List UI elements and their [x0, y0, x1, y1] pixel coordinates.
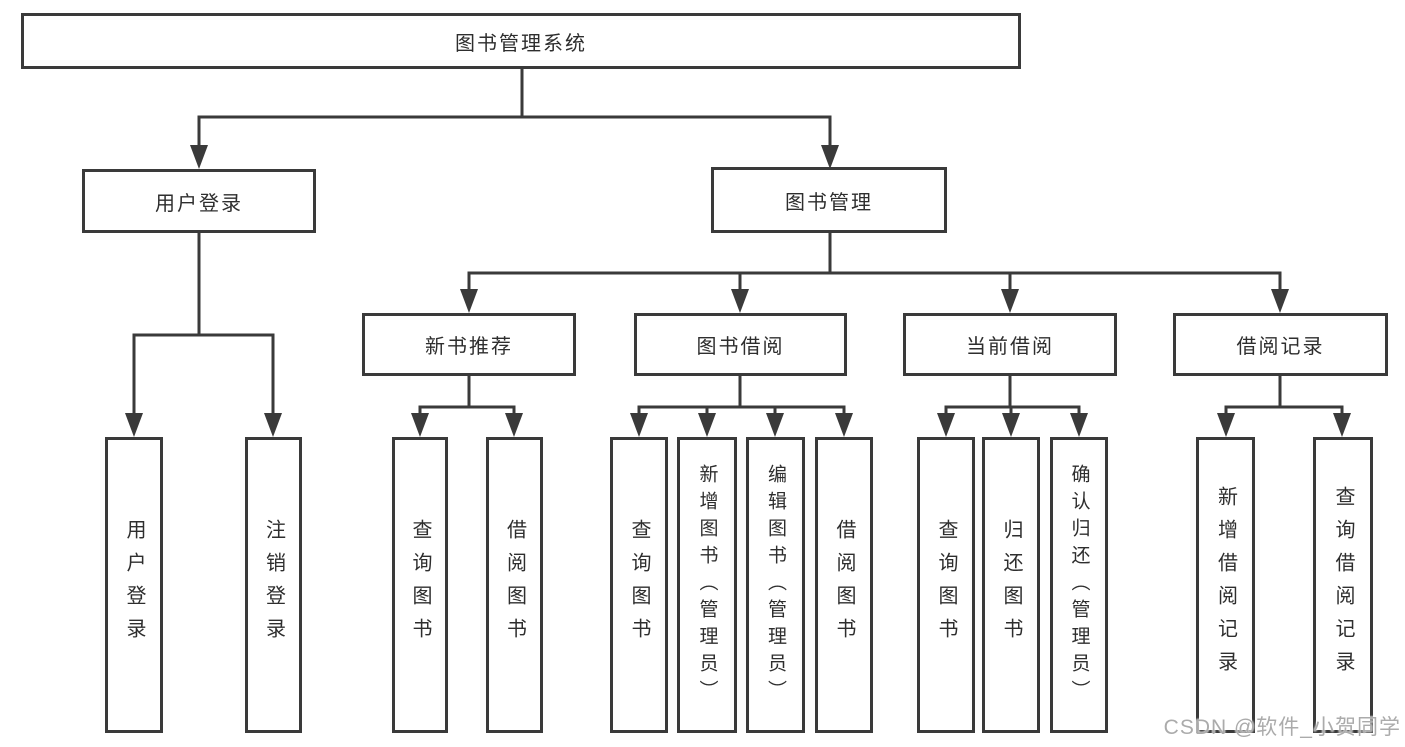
node-new-book-recommend: 新书推荐	[362, 313, 576, 376]
node-current-borrowing: 当前借阅	[903, 313, 1117, 376]
leaf-add-book-admin: 新增图书（管理员）	[677, 437, 737, 733]
leaf-borrow-books-borrowing: 借阅图书	[815, 437, 873, 733]
leaf-query-books-recommend: 查询图书	[392, 437, 448, 733]
leaf-query-borrow-record: 查询借阅记录	[1313, 437, 1373, 733]
leaf-edit-book-admin: 编辑图书（管理员）	[746, 437, 805, 733]
leaf-query-books-borrowing: 查询图书	[610, 437, 668, 733]
leaf-return-book: 归还图书	[982, 437, 1040, 733]
node-user-login: 用户登录	[82, 169, 316, 233]
node-book-management: 图书管理	[711, 167, 947, 233]
arrowheads	[125, 145, 1351, 437]
node-book-borrowing: 图书借阅	[634, 313, 847, 376]
leaf-add-borrow-record: 新增借阅记录	[1196, 437, 1255, 733]
leaf-confirm-return-admin: 确认归还（管理员）	[1050, 437, 1108, 733]
leaf-borrow-books-recommend: 借阅图书	[486, 437, 543, 733]
leaf-logout: 注销登录	[245, 437, 302, 733]
watermark: CSDN @软件_小贺同学	[1163, 716, 1401, 739]
leaf-user-login: 用户登录	[105, 437, 163, 733]
node-library-system: 图书管理系统	[21, 13, 1021, 69]
node-borrow-records: 借阅记录	[1173, 313, 1388, 376]
leaf-query-books-current: 查询图书	[917, 437, 975, 733]
